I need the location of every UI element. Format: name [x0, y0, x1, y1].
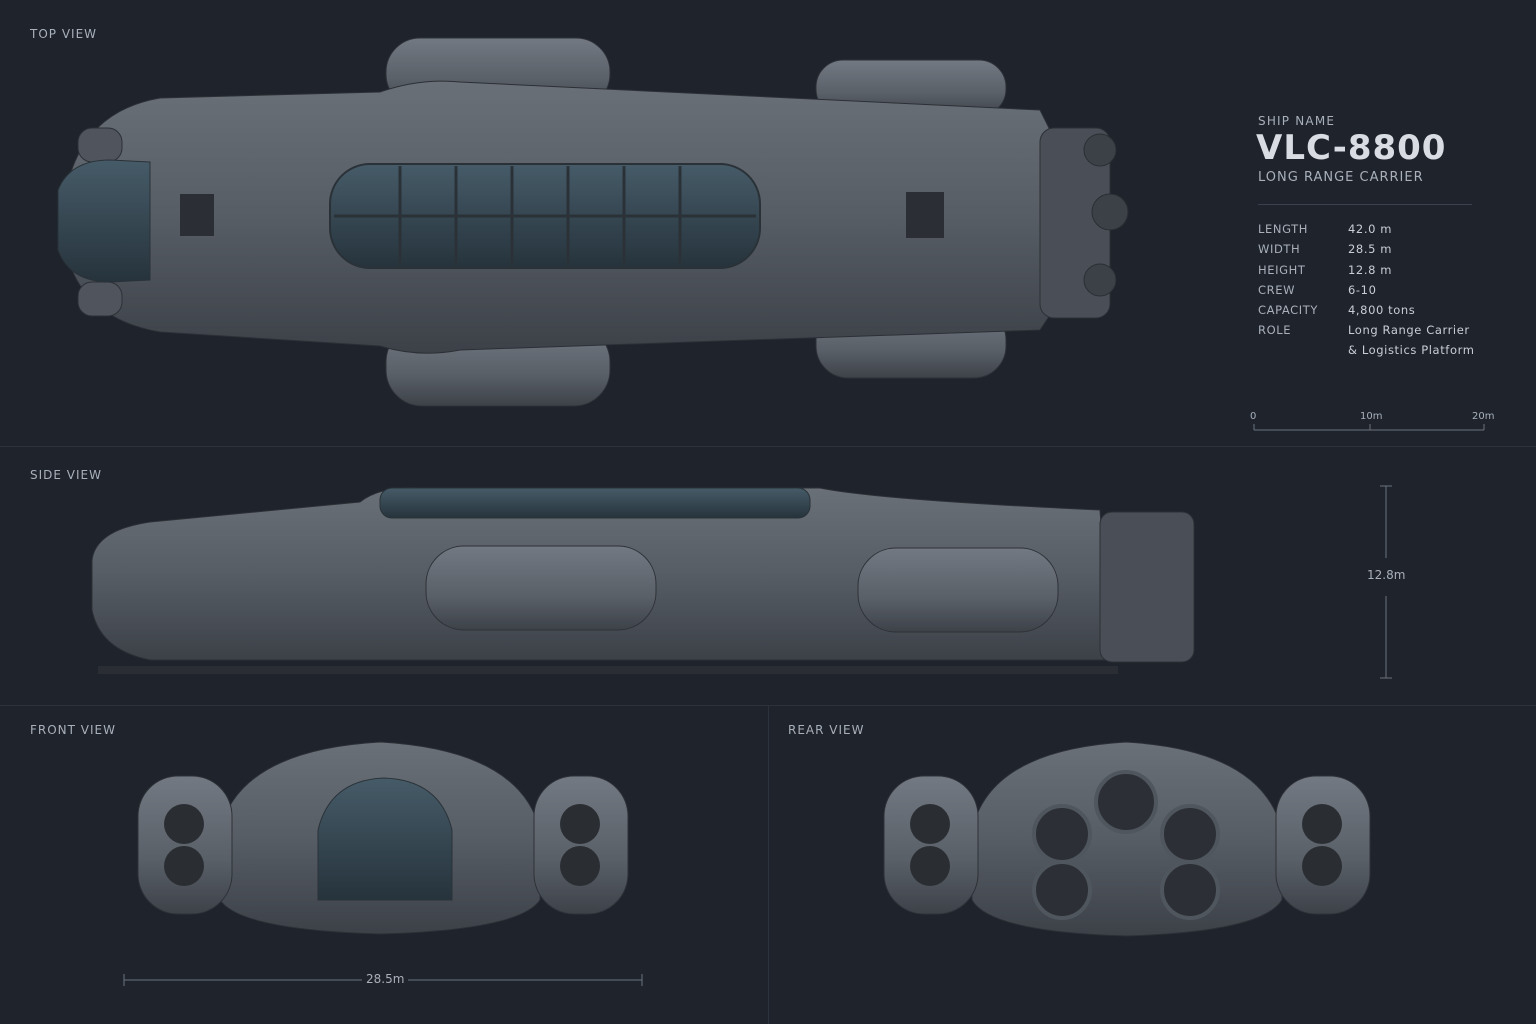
spec-value: 6-10 [1348, 282, 1377, 297]
spec-row: HEIGHT 12.8 m [1258, 263, 1470, 283]
spec-key: CAPACITY [1258, 303, 1319, 318]
divider-top [0, 446, 1536, 447]
scale-tick-0: 0 [1250, 411, 1257, 422]
top-view-ship [57, 37, 1129, 407]
spec-key: WIDTH [1258, 242, 1301, 257]
spec-row: CREW 6-10 [1258, 283, 1470, 303]
spec-row: WIDTH 28.5 m [1258, 242, 1470, 262]
divider-bottom-vertical [768, 705, 769, 1024]
scale-bar [1253, 424, 1485, 431]
side-view-ship [91, 487, 1195, 674]
spec-row: LENGTH 42.0 m [1258, 222, 1470, 242]
width-dimension-label: 28.5m [362, 972, 409, 986]
ship-name: VLC-8800 [1256, 128, 1447, 168]
top-view-label: TOP VIEW [30, 27, 98, 41]
spec-value: 42.0 m [1348, 222, 1393, 236]
spec-value: 28.5 m [1348, 242, 1393, 257]
spec-value: 4,800 tons [1348, 303, 1416, 318]
side-view-label: SIDE VIEW [30, 468, 102, 482]
spec-divider [1258, 204, 1472, 205]
rear-view-label: REAR VIEW [788, 723, 865, 737]
height-dimension-label: 12.8m [1367, 568, 1406, 582]
spec-key: LENGTH [1258, 222, 1309, 236]
spec-row: ROLE Long Range Carrier [1258, 323, 1470, 343]
spec-key: CREW [1258, 282, 1296, 297]
spec-key: HEIGHT [1258, 262, 1306, 277]
spec-table: LENGTH 42.0 m WIDTH 28.5 m HEIGHT 12.8 m CR… [1258, 222, 1470, 344]
scale-tick-10m: 10m [1360, 411, 1383, 422]
spec-value: Long Range Carrier [1348, 323, 1470, 338]
scale-tick-20m: 20m [1472, 411, 1495, 422]
spec-row: CAPACITY 4,800 tons [1258, 303, 1470, 323]
spec-key: ROLE [1258, 323, 1292, 338]
ship-subtitle: LONG RANGE CARRIER [1258, 170, 1424, 185]
front-view-ship [123, 741, 643, 986]
role-line-2: & Logistics Platform [1348, 343, 1475, 357]
height-dimension-line [1380, 485, 1392, 679]
spec-value: 12.8 m [1348, 262, 1393, 277]
front-view-label: FRONT VIEW [30, 723, 117, 737]
ship-name-label: SHIP NAME [1258, 114, 1336, 128]
